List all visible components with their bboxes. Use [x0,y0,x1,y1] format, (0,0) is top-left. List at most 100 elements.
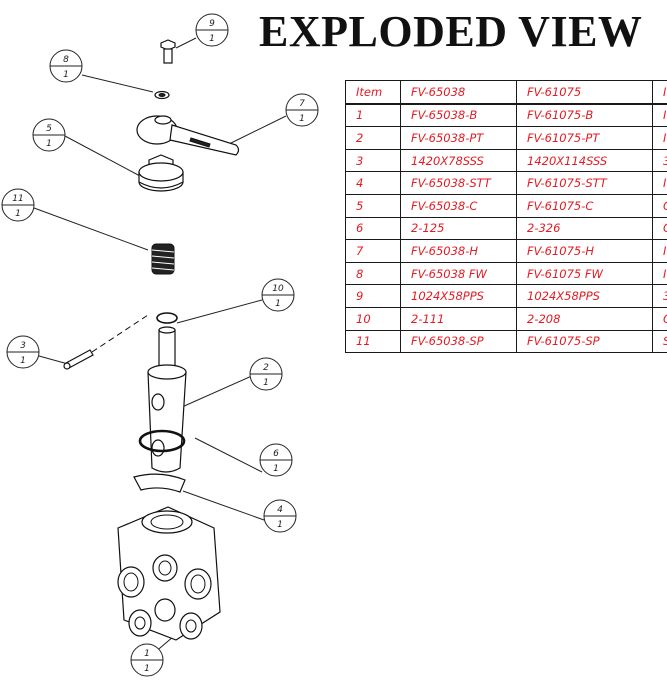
pin-part-3 [63,314,149,370]
balloon-11-qty: 1 [15,209,21,219]
table-cell: FV-61075-C [516,193,653,218]
table-row: 91024X58PPS1024X58PPS3 [345,284,667,308]
balloon-1-qty: 1 [144,664,150,674]
balloon-9: 9 1 [195,13,229,47]
handle-part-7 [136,115,240,156]
balloon-11-item: 11 [12,194,23,204]
table-cell: 1024X58PPS [516,284,653,308]
table-cell: S [652,329,667,354]
table-cell: 2 [345,126,401,150]
table-cell: C [652,306,667,331]
table-cell: 2-125 [400,216,517,241]
oring-part-10 [156,312,178,324]
table-cell: 9 [345,284,401,308]
balloon-2: 2 1 [249,357,283,391]
balloon-8-item: 8 [63,55,69,65]
table-cell: 3 [345,148,401,173]
table-cell: FV-65038-B [400,103,517,128]
table-cell: FV-65038-H [400,239,517,263]
balloon-10: 10 1 [261,278,295,312]
balloon-3-qty: 1 [20,356,26,366]
stop-part-4 [133,473,186,493]
table-row: 31420X78SSS1420X114SSS3 [345,148,667,173]
balloon-2-item: 2 [263,363,269,373]
balloon-10-qty: 1 [275,299,281,309]
table-cell: FV-65038-SP [400,329,517,354]
table-cell: 7 [345,239,401,263]
balloon-5-qty: 1 [46,139,52,149]
table-cell: FV-61075-H [516,239,653,263]
balloon-6-qty: 1 [273,464,279,474]
table-cell: 4 [345,171,401,195]
page-title: EXPLODED VIEW [259,7,643,56]
table-cell: 11 [345,329,401,354]
oring-part-6 [138,429,186,453]
table-cell: C [652,216,667,241]
table-cell: FV-61075-B [516,103,653,128]
washer-part-8 [154,90,170,100]
balloon-1-item: 1 [144,649,150,659]
balloon-7: 7 1 [285,93,319,127]
balloon-8-qty: 1 [63,70,69,80]
spring-part-11 [151,243,175,275]
balloon-4: 4 1 [263,499,297,533]
table-header-cell: FV-65038 [400,79,517,105]
table-cell: 1420X78SSS [400,148,517,173]
table-cell: 1 [345,103,401,128]
balloon-3-item: 3 [20,341,26,351]
table-cell: 2-111 [400,306,517,331]
table-cell: FV-65038-C [400,193,517,218]
table-header-cell: I [652,79,667,105]
table-cell: 2-326 [516,216,653,241]
balloon-6-item: 6 [273,449,279,459]
table-cell: I [652,103,667,128]
body-part-1 [117,506,221,641]
balloon-1: 1 1 [130,643,164,677]
table-header-cell: FV-61075 [516,79,653,105]
table-cell: 1420X114SSS [516,148,653,173]
table-cell: 3 [652,284,667,308]
table-cell: I [652,261,667,286]
table-cell: 10 [345,306,401,331]
table-cell: C [652,193,667,218]
table-cell: 1024X58PPS [400,284,517,308]
table-cell: FV-61075 FW [516,261,653,286]
table-cell: 2-208 [516,306,653,331]
balloon-9-item: 9 [209,19,215,29]
balloon-8: 8 1 [49,49,83,83]
balloon-9-qty: 1 [209,34,215,44]
table-row: 5FV-65038-CFV-61075-CC [345,193,667,218]
table-cell: FV-65038 FW [400,261,517,286]
table-cell: FV-61075-SP [516,329,653,354]
table-cell: FV-61075-STT [516,171,653,195]
table-cell: 6 [345,216,401,241]
table-cell: FV-65038-STT [400,171,517,195]
table-cell: FV-61075-PT [516,126,653,150]
balloon-2-qty: 1 [263,378,269,388]
screw-part-9 [160,39,176,64]
balloon-3: 3 1 [6,335,40,369]
balloon-5: 5 1 [32,118,66,152]
table-cell: 5 [345,193,401,218]
balloon-4-item: 4 [277,505,283,515]
balloon-11: 11 1 [1,188,35,222]
table-cell: 3 [652,148,667,173]
balloon-6: 6 1 [259,443,293,477]
table-cell: I [652,126,667,150]
balloon-10-item: 10 [272,284,284,294]
balloon-7-item: 7 [299,99,305,109]
table-cell: 8 [345,261,401,286]
balloon-5-item: 5 [46,124,52,134]
table-cell: I [652,239,667,263]
balloon-7-qty: 1 [299,114,305,124]
